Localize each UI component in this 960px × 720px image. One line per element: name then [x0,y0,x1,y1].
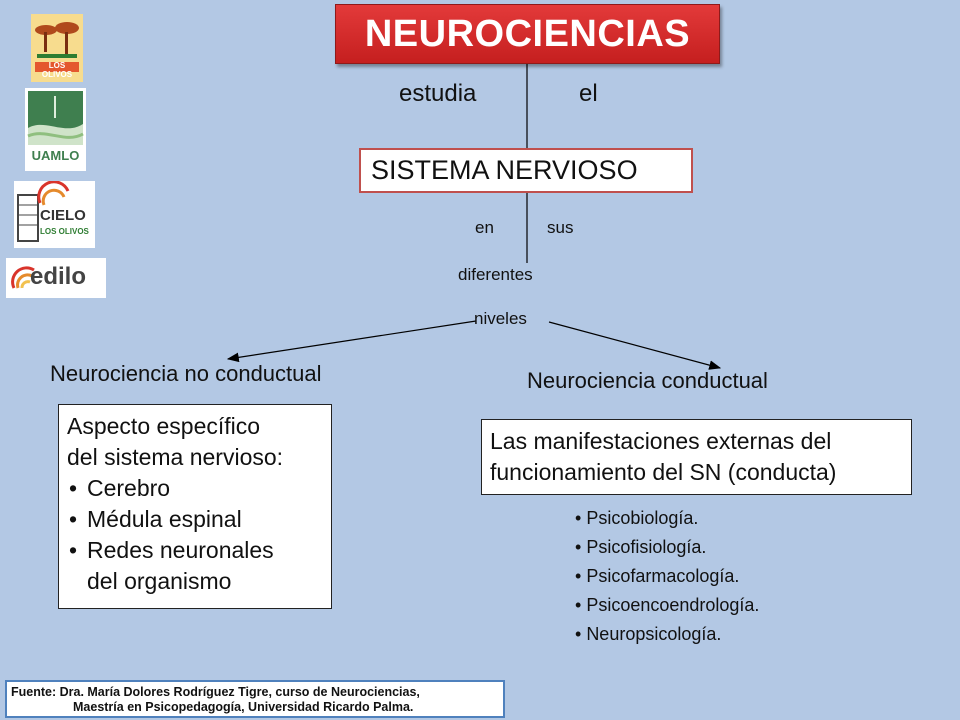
conductual-line-2: funcionamiento del SN (conducta) [490,459,837,485]
label-estudia: estudia [399,80,477,107]
label-diferentes: diferentes [458,265,533,284]
list-item: Médula espinal [67,504,323,535]
edilo-logo: edilo [6,258,106,298]
no-conductual-list: Cerebro Médula espinal Redes neuronales … [67,473,323,597]
label-neurociencia-no-conductual: Neurociencia no conductual [50,361,322,386]
list-item: Psicofarmacología. [575,562,759,591]
label-el: el [579,80,598,107]
list-item: Psicoencoendrología. [575,591,759,620]
list-item: Neuropsicología. [575,620,759,649]
footer-line-1: Fuente: Dra. María Dolores Rodríguez Tig… [11,685,420,699]
arrow-to-no-conductual [226,320,477,363]
cielo-logo-text: CIELO [40,207,86,224]
label-neurociencia-conductual: Neurociencia conductual [527,368,768,393]
conductual-list: Psicobiología. Psicofisiología. Psicofar… [575,504,759,649]
label-sus: sus [547,218,574,237]
footer-line-2: Maestría en Psicopedagogía, Universidad … [73,700,414,714]
sistema-nervioso-box: SISTEMA NERVIOSO [359,148,693,193]
label-niveles: niveles [474,309,527,328]
los-olivos-logo: LOS OLIVOS [31,14,83,82]
list-item: Cerebro [67,473,323,504]
source-footer: Fuente: Dra. María Dolores Rodríguez Tig… [5,680,505,718]
no-conductual-heading-1: Aspecto específico [67,413,261,439]
label-en: en [475,218,494,237]
list-item-continuation: del organismo [87,568,232,594]
title-neurociencias: NEUROCIENCIAS [335,4,720,64]
uamlo-logo: UAMLO [25,88,86,171]
list-item: Redes neuronales [67,535,323,566]
conductual-line-1: Las manifestaciones externas del [490,428,832,454]
no-conductual-box: Aspecto específico del sistema nervioso:… [58,404,332,609]
uamlo-logo-text: UAMLO [31,148,80,163]
cielo-logo: CIELO LOS OLIVOS [14,181,95,248]
list-item: Psicofisiología. [575,533,759,562]
cielo-logo-subtext: LOS OLIVOS [40,227,89,236]
no-conductual-heading-2: del sistema nervioso: [67,444,284,470]
conductual-box: Las manifestaciones externas del funcion… [481,419,912,495]
edilo-logo-text: edilo [30,263,87,290]
arrow-to-conductual [548,321,722,370]
los-olivos-logo-text: LOS OLIVOS [41,61,73,79]
list-item: Psicobiología. [575,504,759,533]
